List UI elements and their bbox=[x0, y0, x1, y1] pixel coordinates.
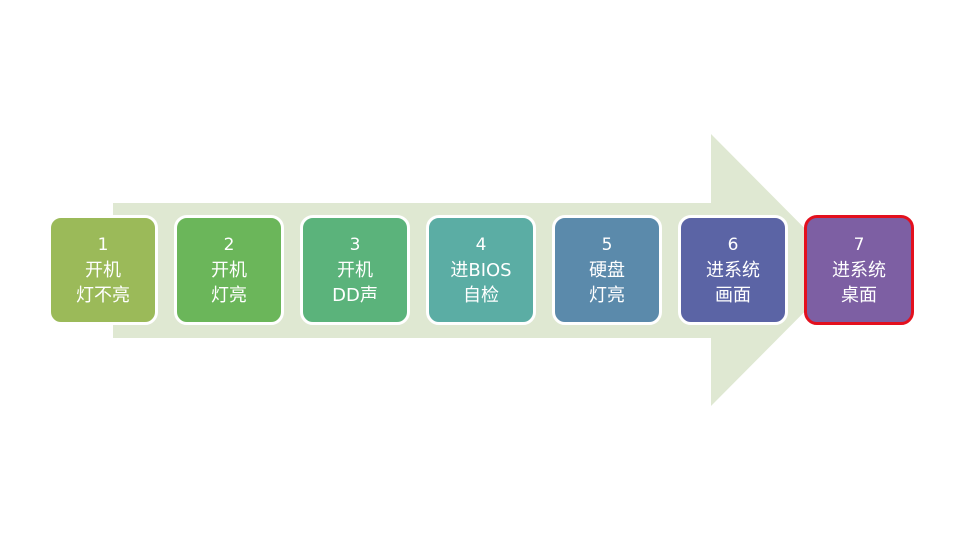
step-label-line1: 开机 bbox=[211, 260, 247, 281]
step-4-box: 4 进BIOS 自检 bbox=[426, 215, 536, 325]
step-label-line1: 进BIOS bbox=[450, 260, 512, 281]
step-label-line2: DD声 bbox=[332, 285, 378, 306]
step-6-box: 6 进系统 画面 bbox=[678, 215, 788, 325]
step-number: 6 bbox=[727, 235, 739, 255]
step-label-line1: 开机 bbox=[337, 260, 373, 281]
step-2-box: 2 开机 灯亮 bbox=[174, 215, 284, 325]
step-label-line2: 画面 bbox=[715, 285, 751, 306]
step-number: 1 bbox=[97, 235, 109, 255]
step-label-line2: 灯亮 bbox=[211, 285, 247, 306]
step-1-box: 1 开机 灯不亮 bbox=[48, 215, 158, 325]
step-label-line2: 灯亮 bbox=[589, 285, 625, 306]
step-label-line1: 进系统 bbox=[832, 260, 886, 281]
step-3-box: 3 开机 DD声 bbox=[300, 215, 410, 325]
step-number: 2 bbox=[223, 235, 235, 255]
step-label-line1: 硬盘 bbox=[589, 260, 625, 281]
step-label-line1: 进系统 bbox=[706, 260, 760, 281]
step-label-line2: 桌面 bbox=[841, 285, 877, 306]
step-number: 3 bbox=[349, 235, 361, 255]
step-5-box: 5 硬盘 灯亮 bbox=[552, 215, 662, 325]
step-label-line1: 开机 bbox=[85, 260, 121, 281]
step-number: 4 bbox=[475, 235, 487, 255]
step-number: 7 bbox=[853, 235, 865, 255]
step-label-line2: 灯不亮 bbox=[76, 285, 130, 306]
step-number: 5 bbox=[601, 235, 613, 255]
step-label-line2: 自检 bbox=[463, 285, 499, 306]
step-7-box: 7 进系统 桌面 bbox=[804, 215, 914, 325]
